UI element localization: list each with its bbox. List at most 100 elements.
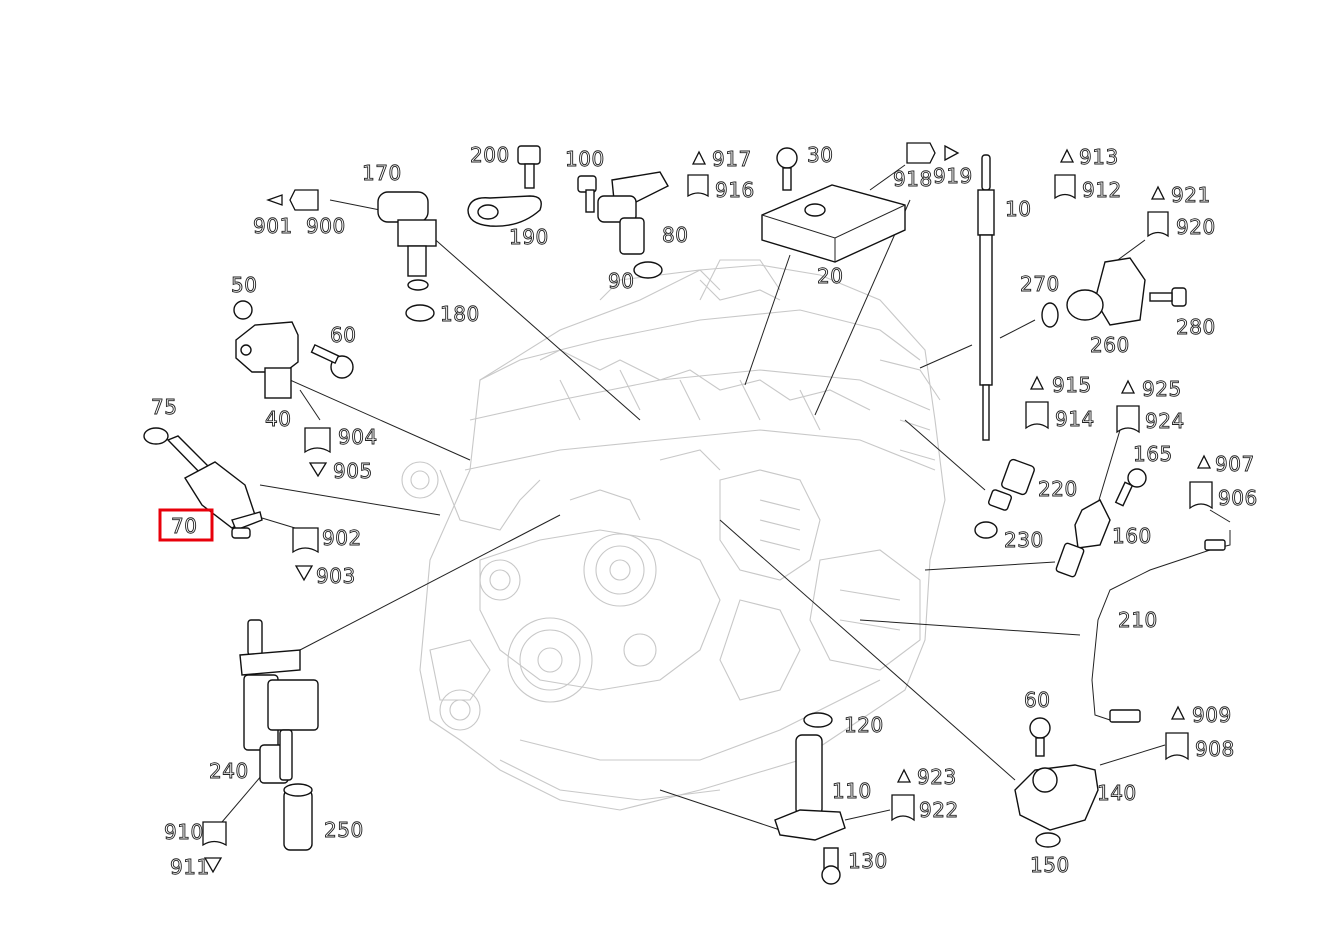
connector-symbol-912-913 [1054, 148, 1076, 200]
part-200-bolt[interactable] [517, 145, 541, 189]
connector-symbol-900-901 [266, 189, 319, 211]
part-230-seal-ring[interactable] [974, 521, 998, 539]
label-60-lower[interactable]: 60 [1024, 688, 1051, 713]
label-906[interactable]: 906 [1218, 486, 1258, 511]
part-80-sensor[interactable] [597, 171, 669, 255]
label-20[interactable]: 20 [817, 264, 844, 289]
label-70[interactable]: 70 [171, 514, 198, 539]
connector-symbol-908-909 [1165, 705, 1189, 761]
part-50-o-ring[interactable] [233, 300, 253, 320]
label-908[interactable]: 908 [1195, 737, 1235, 762]
part-75-o-ring[interactable] [143, 427, 169, 445]
label-100[interactable]: 100 [565, 147, 605, 172]
part-250-hose[interactable] [283, 783, 313, 851]
label-914[interactable]: 914 [1055, 407, 1095, 432]
label-180[interactable]: 180 [440, 302, 480, 327]
label-924[interactable]: 924 [1145, 409, 1185, 434]
label-30[interactable]: 30 [807, 143, 834, 168]
label-75[interactable]: 75 [151, 395, 178, 420]
part-30-bolt[interactable] [776, 147, 798, 191]
label-220[interactable]: 220 [1038, 477, 1078, 502]
part-180-o-ring[interactable] [405, 304, 435, 322]
label-200[interactable]: 200 [470, 143, 510, 168]
label-917[interactable]: 917 [712, 147, 752, 172]
label-110[interactable]: 110 [832, 779, 872, 804]
part-160-sensor[interactable] [1055, 499, 1111, 578]
label-140[interactable]: 140 [1097, 781, 1137, 806]
label-905[interactable]: 905 [333, 459, 373, 484]
connector-symbol-904-905 [304, 427, 331, 478]
label-280[interactable]: 280 [1176, 315, 1216, 340]
label-90[interactable]: 90 [608, 269, 635, 294]
label-923[interactable]: 923 [917, 765, 957, 790]
part-170-sensor[interactable] [377, 191, 437, 291]
label-150[interactable]: 150 [1030, 853, 1070, 878]
label-50[interactable]: 50 [231, 273, 258, 298]
label-240[interactable]: 240 [209, 759, 249, 784]
label-210[interactable]: 210 [1118, 608, 1158, 633]
label-901[interactable]: 901 [253, 214, 293, 239]
label-925[interactable]: 925 [1142, 377, 1182, 402]
part-120-o-ring[interactable] [803, 712, 833, 728]
label-60-upper[interactable]: 60 [330, 323, 357, 348]
label-922[interactable]: 922 [919, 798, 959, 823]
label-904[interactable]: 904 [338, 425, 378, 450]
label-120[interactable]: 120 [844, 713, 884, 738]
label-900[interactable]: 900 [306, 214, 346, 239]
part-150-o-ring[interactable] [1035, 832, 1061, 848]
label-916[interactable]: 916 [715, 178, 755, 203]
part-60-bolt-upper[interactable] [310, 343, 354, 379]
label-10[interactable]: 10 [1005, 197, 1032, 222]
leader-lines [221, 164, 1231, 831]
part-100-bolt[interactable] [577, 175, 597, 213]
label-250[interactable]: 250 [324, 818, 364, 843]
part-130-bolt[interactable] [821, 847, 841, 885]
part-110-sensor[interactable] [774, 734, 846, 841]
connector-symbol-916-917 [687, 150, 709, 198]
part-140-sensor[interactable] [1014, 764, 1099, 831]
label-190[interactable]: 190 [509, 225, 549, 250]
label-907[interactable]: 907 [1215, 452, 1255, 477]
part-260-sensor[interactable] [1066, 257, 1146, 326]
label-130[interactable]: 130 [848, 849, 888, 874]
label-903[interactable]: 903 [316, 564, 356, 589]
label-921[interactable]: 921 [1171, 183, 1211, 208]
part-270-o-ring[interactable] [1041, 302, 1059, 328]
label-920[interactable]: 920 [1176, 215, 1216, 240]
label-170[interactable]: 170 [362, 161, 402, 186]
label-919[interactable]: 919 [933, 164, 973, 189]
label-912[interactable]: 912 [1082, 178, 1122, 203]
label-918[interactable]: 918 [893, 167, 933, 192]
part-10-glow-plug[interactable] [977, 154, 995, 441]
part-60-bolt-lower[interactable] [1029, 717, 1051, 757]
connector-symbol-910-911 [202, 821, 227, 874]
part-40-sensor[interactable] [235, 321, 299, 399]
label-913[interactable]: 913 [1079, 145, 1119, 170]
label-260[interactable]: 260 [1090, 333, 1130, 358]
part-165-bolt[interactable] [1114, 468, 1147, 507]
part-210-temp-sensor[interactable] [1091, 530, 1231, 723]
part-20-control-unit[interactable] [761, 184, 906, 263]
connector-symbol-918-919 [906, 142, 960, 164]
connector-symbol-906-907 [1189, 454, 1213, 510]
label-160[interactable]: 160 [1112, 524, 1152, 549]
label-40[interactable]: 40 [265, 407, 292, 432]
part-220-switch[interactable] [988, 458, 1035, 511]
part-70-sensor[interactable] [166, 435, 263, 539]
part-280-bolt[interactable] [1149, 287, 1187, 307]
label-909[interactable]: 909 [1192, 703, 1232, 728]
label-230[interactable]: 230 [1004, 528, 1044, 553]
connector-symbol-924-925 [1116, 379, 1140, 434]
label-911[interactable]: 911 [170, 855, 210, 880]
label-910[interactable]: 910 [164, 820, 204, 845]
label-915[interactable]: 915 [1052, 373, 1092, 398]
label-270[interactable]: 270 [1020, 272, 1060, 297]
label-902[interactable]: 902 [322, 526, 362, 551]
label-80[interactable]: 80 [662, 223, 689, 248]
label-165[interactable]: 165 [1133, 442, 1173, 467]
part-240-valve[interactable] [239, 619, 319, 784]
engine-block [401, 259, 946, 811]
part-90-o-ring[interactable] [633, 261, 663, 279]
